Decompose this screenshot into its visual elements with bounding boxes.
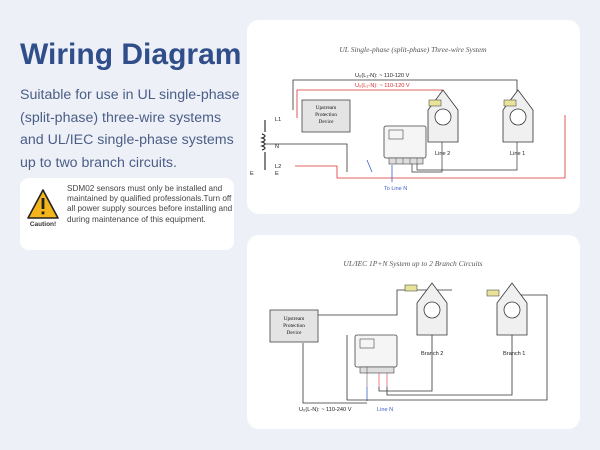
voltage-black-label: U₀(L₁-N): ~ 110-120 V xyxy=(355,73,410,79)
sensor-module-2 xyxy=(354,334,398,368)
line-n-label: Line N xyxy=(377,407,393,413)
label-l1: L1 xyxy=(275,117,281,123)
upstream-device xyxy=(301,99,351,133)
label-e-right: E xyxy=(275,171,279,177)
warning-icon xyxy=(27,189,59,219)
caution-label: Caution! xyxy=(29,221,57,228)
branch1-label: Branch 1 xyxy=(503,351,525,357)
label-l2: L2 xyxy=(275,164,281,170)
transformer-coil xyxy=(260,120,266,170)
diagram2-title: UL/IEC 1P+N System up to 2 Branch Circui… xyxy=(343,259,482,268)
upstream2-line3: Device xyxy=(287,330,303,336)
line2-label: Line 2 xyxy=(435,151,450,157)
upstream2-line2: Protection xyxy=(283,323,305,329)
line1-label: Line 1 xyxy=(510,151,525,157)
label-e-left: E xyxy=(250,171,254,177)
page-description: Suitable for use in UL single-phase (spl… xyxy=(20,87,240,171)
ct-clamp-line2 xyxy=(427,89,459,143)
caution-box: Caution! SDM02 sensors must only be inst… xyxy=(20,178,234,250)
voltage-label-2: U₀(L-N): ~ 110-240 V xyxy=(299,407,352,413)
caution-text: SDM02 sensors must only be installed and… xyxy=(67,184,233,224)
ct-clamp-branch2 xyxy=(404,282,448,336)
upstream2-line1: Upstream xyxy=(284,316,305,322)
to-line-n-label: To Line N xyxy=(384,186,407,192)
upstream-line2: Protection xyxy=(315,112,337,118)
voltage-red-label: U₀(L₂-N): ~ 110-120 V xyxy=(355,83,410,89)
diagram-card-split-phase: UL Single-phase (split-phase) Three-wire… xyxy=(247,20,580,214)
upstream-line3: Device xyxy=(319,119,335,125)
upstream-device-2 xyxy=(269,309,319,343)
ct-clamp-branch1 xyxy=(486,282,528,336)
sensor-module xyxy=(383,125,427,159)
branch2-label: Branch 2 xyxy=(421,351,443,357)
upstream-line1: Upstream xyxy=(316,105,337,111)
diagram-card-single-phase: UL/IEC 1P+N System up to 2 Branch Circui… xyxy=(247,235,580,429)
diagram1-title: UL Single-phase (split-phase) Three-wire… xyxy=(339,45,487,54)
page-title: Wiring Diagram xyxy=(20,38,242,71)
label-n: N xyxy=(275,144,279,150)
ct-clamp-line1 xyxy=(502,89,534,143)
